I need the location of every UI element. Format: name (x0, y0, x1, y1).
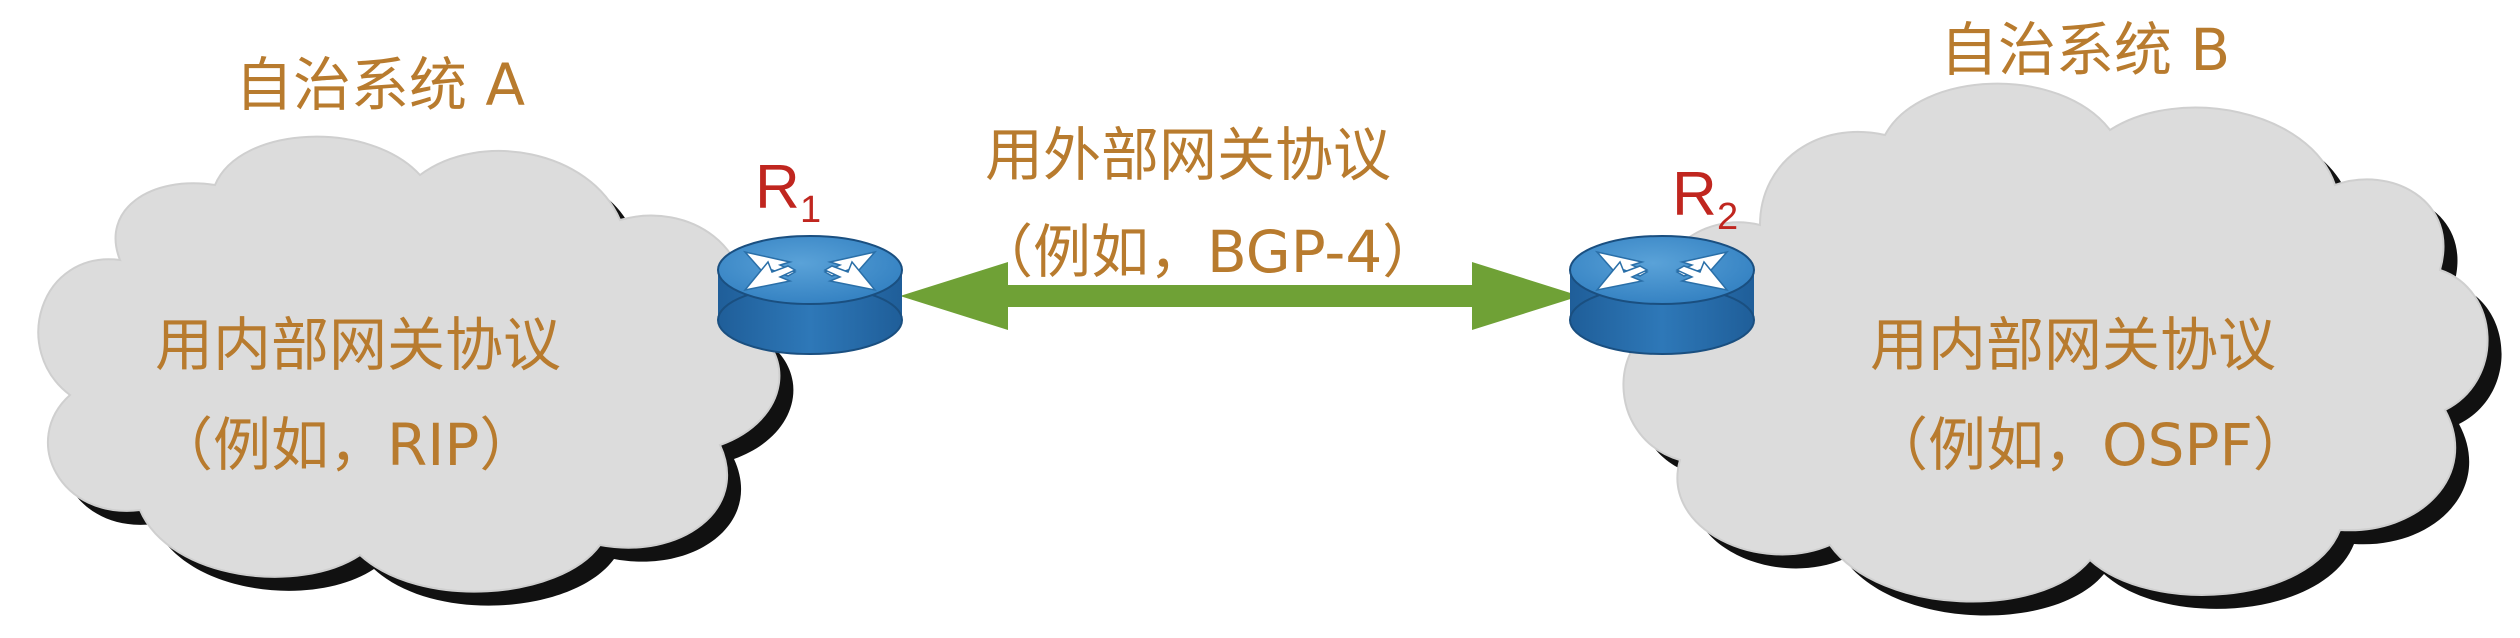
system-b-protocol-line1: 用内部网关协议 (1870, 311, 2276, 379)
router-r2: R 2 (1569, 160, 1755, 355)
router-r2-letter: R (1672, 160, 1717, 229)
system-b-title: 自治系统 B (1940, 16, 2230, 84)
double-headed-arrow-icon (900, 262, 1580, 330)
router-r2-subscript: 2 (1717, 196, 1738, 238)
router-r1: R 1 (717, 153, 903, 355)
router-icon (1569, 235, 1755, 355)
system-a-protocol-line1: 用内部网关协议 (155, 311, 561, 379)
system-b-protocol-line2: （例如，OSPF） (1870, 411, 2311, 479)
system-a-protocol-line2: （例如，RIP） (155, 411, 537, 479)
router-r1-letter: R (755, 153, 800, 222)
link-protocol-line1: 用外部网关协议 (985, 121, 1391, 189)
link-protocol-line2: （例如，BGP-4） (975, 218, 1440, 286)
router-icon (717, 235, 903, 355)
system-a-title: 自治系统 A (235, 51, 525, 119)
router-r1-subscript: 1 (800, 189, 821, 231)
